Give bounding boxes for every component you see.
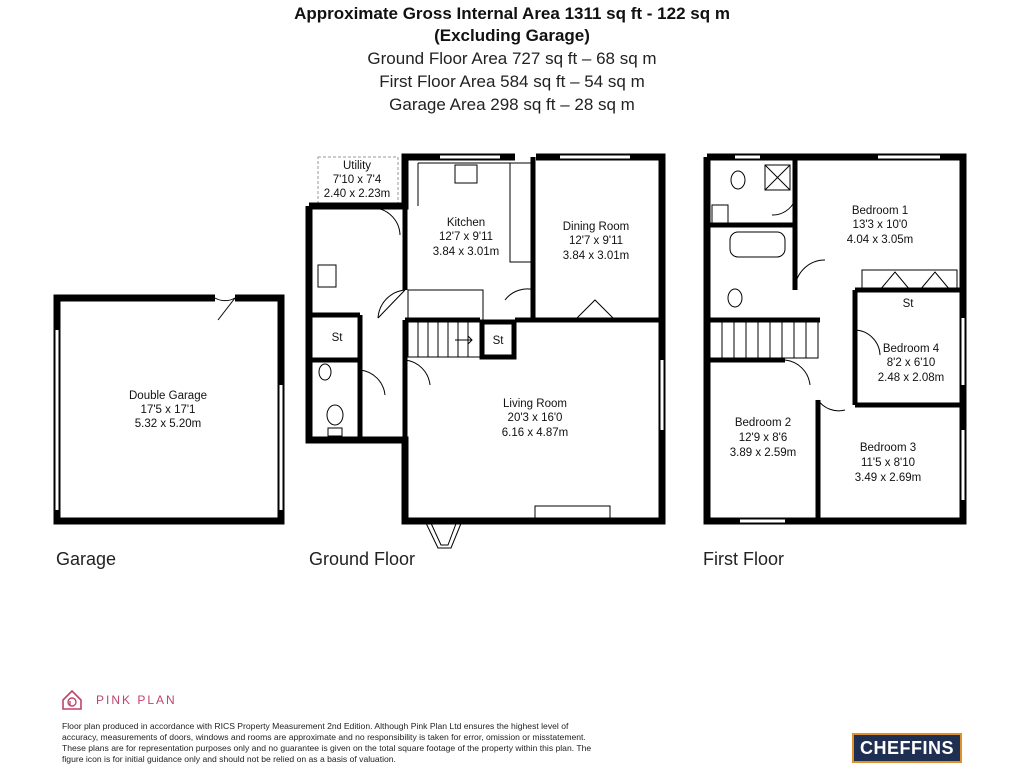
first-floor-area: First Floor Area 584 sq ft – 54 sq m	[379, 72, 645, 91]
bedroom4-imperial: 8'2 x 6'10	[887, 357, 936, 369]
ground-floor-label: Ground Floor	[309, 549, 416, 569]
area-subtitle: (Excluding Garage)	[434, 26, 590, 45]
store-label: St	[493, 335, 505, 347]
first-floor-plan	[703, 153, 967, 525]
bedroom3-name: Bedroom 3	[860, 442, 916, 454]
pink-plan-brand: PINK PLAN	[60, 688, 177, 712]
utility-imperial: 7'10 x 7'4	[333, 174, 382, 186]
bedroom1-metric: 4.04 x 3.05m	[847, 234, 913, 246]
kitchen-name: Kitchen	[447, 217, 485, 229]
utility-name: Utility	[343, 160, 371, 172]
pink-plan-logo-icon	[62, 689, 82, 710]
room-labels: Double Garage 17'5 x 17'1 5.32 x 5.20m U…	[129, 160, 944, 484]
double-garage-name: Double Garage	[129, 390, 207, 402]
dining-room-metric: 3.84 x 3.01m	[563, 250, 629, 262]
living-room-name: Living Room	[503, 398, 567, 410]
kitchen-imperial: 12'7 x 9'11	[439, 231, 493, 243]
area-title: Approximate Gross Internal Area 1311 sq …	[294, 4, 730, 23]
bedroom4-metric: 2.48 x 2.08m	[878, 372, 944, 384]
bedroom2-metric: 3.89 x 2.59m	[730, 447, 796, 459]
ground-floor-area: Ground Floor Area 727 sq ft – 68 sq m	[367, 49, 657, 68]
bedroom1-name: Bedroom 1	[852, 205, 908, 217]
bedroom3-imperial: 11'5 x 8'10	[861, 457, 915, 469]
kitchen-metric: 3.84 x 3.01m	[433, 246, 499, 258]
bedroom2-name: Bedroom 2	[735, 417, 791, 429]
ground-floor-plan	[305, 153, 666, 549]
bedroom3-metric: 3.49 x 2.69m	[855, 472, 921, 484]
double-garage-metric: 5.32 x 5.20m	[135, 418, 201, 430]
dining-room-name: Dining Room	[563, 221, 629, 233]
living-room-metric: 6.16 x 4.87m	[502, 427, 568, 439]
garage-area: Garage Area 298 sq ft – 28 sq m	[389, 95, 635, 114]
cheffins-logo: CHEFFINS	[852, 733, 962, 763]
garage-floor-label: Garage	[56, 549, 117, 569]
bedroom1-imperial: 13'3 x 10'0	[853, 219, 908, 231]
living-room-imperial: 20'3 x 16'0	[508, 412, 563, 424]
pink-plan-name: PINK PLAN	[96, 693, 177, 707]
double-garage-imperial: 17'5 x 17'1	[141, 404, 196, 416]
first-floor-label: First Floor	[703, 549, 784, 569]
bedroom4-name: Bedroom 4	[883, 343, 940, 355]
bedroom2-imperial: 12'9 x 8'6	[739, 432, 788, 444]
store-label: St	[903, 298, 915, 310]
garage-plan	[53, 294, 285, 525]
disclaimer-text: Floor plan produced in accordance with R…	[62, 721, 592, 764]
utility-metric: 2.40 x 2.23m	[324, 188, 390, 200]
dining-room-imperial: 12'7 x 9'11	[569, 235, 623, 247]
store-label: St	[332, 332, 344, 344]
